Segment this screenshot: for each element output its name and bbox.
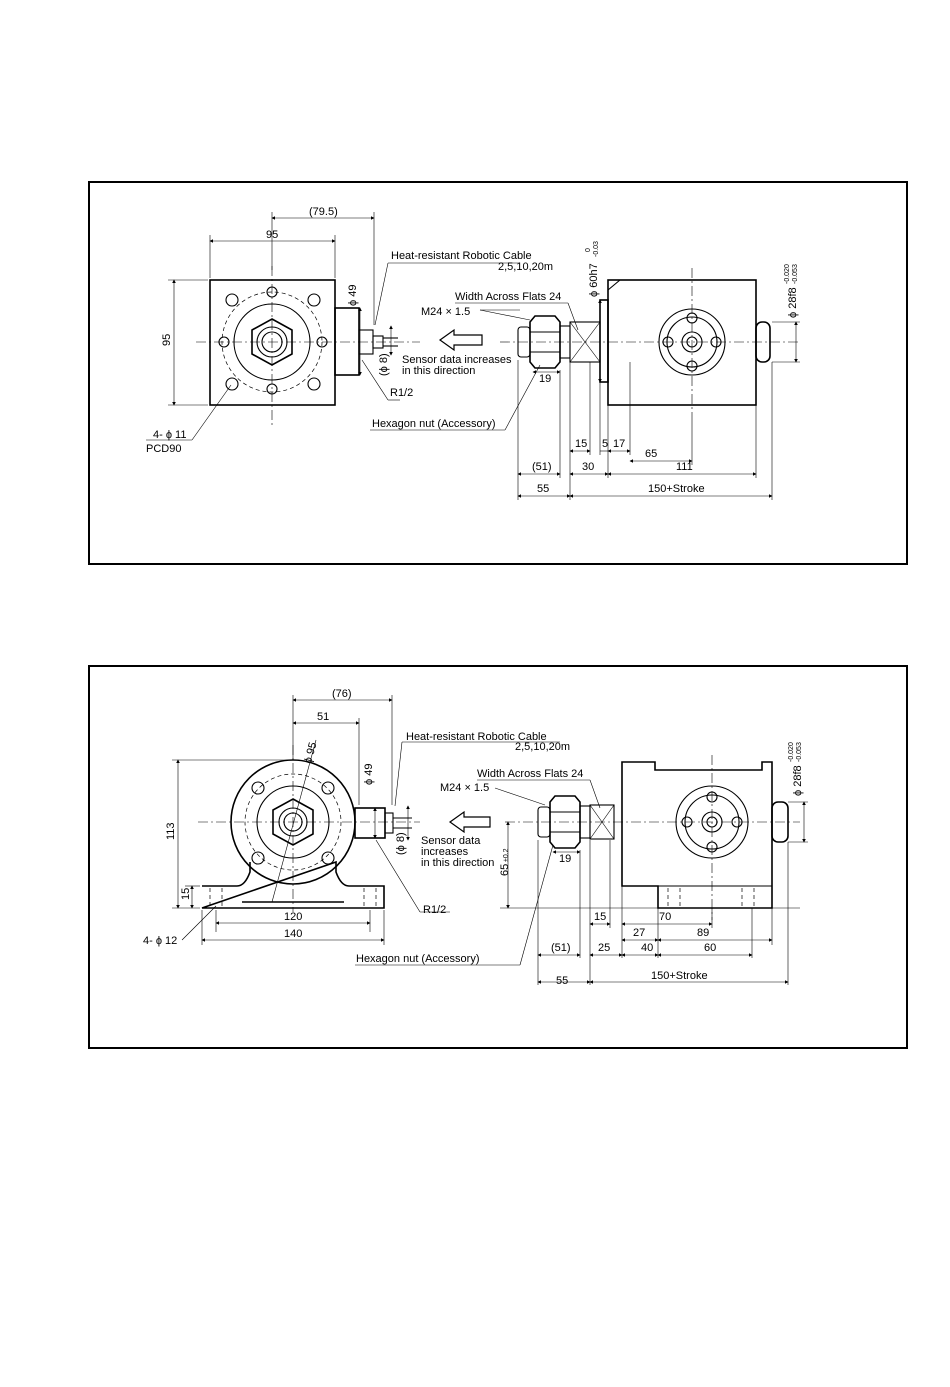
mount-holes-label: 4- ϕ 11 [153,429,186,441]
sensor-text-2: increases [421,846,469,858]
dim-phi60-tol-lower: -0.03 [593,241,600,257]
dim-phi60: ϕ 60h7 [588,263,600,297]
dim-phi60-tol-upper: 0 [585,248,592,252]
dim-19: 19 [559,853,571,865]
dim-phi28-tol-upper: -0.020 [784,264,791,284]
port-label: R1/2 [390,387,413,399]
sensor-text-3: in this direction [421,857,494,869]
mount-holes-label: 4- ϕ 12 [143,935,177,947]
thread-label: M24 × 1.5 [440,782,489,794]
dim-65: 65 [645,448,657,460]
dim-95-width: 95 [266,229,278,241]
dim-51-top: 51 [317,711,329,723]
dim-40: 40 [641,942,653,954]
sensor-text-1: Sensor data increases [402,354,512,366]
cable-label: Heat-resistant Robotic Cable [391,250,532,262]
foot-mount-dimensions: (76) 51 ϕ 95 ϕ 49 (ϕ 8) 113 15 120 140 4… [143,688,570,947]
dim-120: 120 [284,911,302,923]
foot-cylinder-dimensions: M24 × 1.5 Width Across Flats 24 19 65 ±0… [355,742,808,987]
cylinder-side-view [500,268,800,420]
dim-15: 15 [575,438,587,450]
dim-89: 89 [697,927,709,939]
nut-label: Hexagon nut (Accessory) [372,418,496,430]
dim-140: 140 [284,928,302,940]
dim-phi28-tol-lower: -0.053 [796,742,803,762]
dim-25: 25 [598,942,610,954]
dim-phi95: ϕ 95 [302,741,319,765]
dim-phi28-tol-lower: -0.053 [792,264,799,284]
dim-17: 17 [613,438,625,450]
cable-lengths: 2,5,10,20m [515,741,570,753]
cylinder-dimensions: M24 × 1.5 Width Across Flats 24 19 Hexag… [370,241,800,500]
dim-65-tol: ±0.2 [503,848,510,862]
dim-55: 55 [537,483,549,495]
sensor-direction-arrow: Sensor data increases in this direction [402,328,512,377]
dim-76: (76) [332,688,352,700]
cable-lengths: 2,5,10,20m [498,261,553,273]
dim-15-vertical: 15 [180,888,192,900]
dim-phi49: ϕ 49 [347,285,359,306]
dim-phi28: ϕ 28f8 [792,765,804,796]
dim-95-height: 95 [161,334,173,346]
cable-label: Heat-resistant Robotic Cable [406,731,547,743]
pcd-label: PCD90 [146,443,181,455]
dim-113: 113 [165,822,177,840]
thread-label: M24 × 1.5 [421,306,470,318]
port-label: R1/2 [423,904,446,916]
dim-phi49: ϕ 49 [363,764,375,785]
dim-phi8: (ϕ 8) [395,832,407,855]
foot-mount-front-view [198,745,420,912]
flats-label: Width Across Flats 24 [455,291,561,303]
flange-dimensions: (79.5) 95 95 ϕ 49 (ϕ 8) Heat-resistant R… [146,206,553,455]
dim-51: (51) [551,942,571,954]
dim-70: 70 [659,911,671,923]
dim-51: (51) [532,461,552,473]
dim-phi28-tol-upper: -0.020 [788,742,795,762]
dim-79-5: (79.5) [309,206,338,218]
dim-15: 15 [594,911,606,923]
flange-front-view [196,266,420,428]
sensor-text-1: Sensor data [421,835,481,847]
dim-5: 5 [602,438,608,450]
dim-stroke: 150+Stroke [648,483,705,495]
sensor-direction-arrow-2: Sensor data increases in this direction [421,810,494,869]
dim-phi8: (ϕ 8) [378,353,390,376]
dim-30: 30 [582,461,594,473]
dim-111: 111 [676,461,693,473]
sensor-text-2: in this direction [402,365,475,377]
dim-65: 65 [499,864,511,876]
dim-phi28: ϕ 28f8 [787,287,799,318]
flats-label: Width Across Flats 24 [477,768,583,780]
dim-60: 60 [704,942,716,954]
foot-cylinder-side-view [505,755,800,920]
nut-label: Hexagon nut (Accessory) [356,953,480,965]
dim-27: 27 [633,927,645,939]
dim-stroke: 150+Stroke [651,970,708,982]
dim-55: 55 [556,975,568,987]
dim-19: 19 [539,373,551,385]
